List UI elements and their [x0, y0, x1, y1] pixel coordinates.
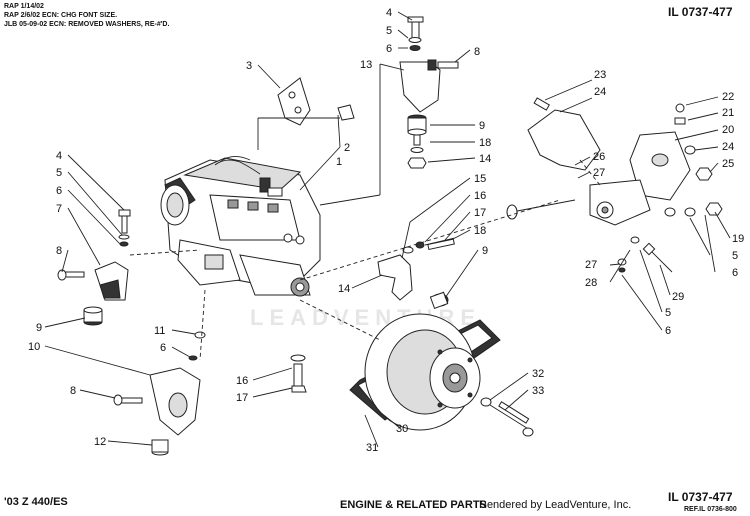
lower-left-mount[interactable]: [113, 331, 206, 456]
callout-3: 3: [246, 60, 252, 72]
callout-6-lower-left: 6: [160, 342, 166, 354]
callout-6-top: 6: [386, 43, 392, 55]
callout-18-top: 18: [479, 137, 491, 149]
callout-5-lower-right: 5: [665, 307, 671, 319]
callout-9-top: 9: [479, 120, 485, 132]
callout-6-left: 6: [56, 185, 62, 197]
callout-9-left: 9: [36, 322, 42, 334]
callout-10: 10: [28, 341, 40, 353]
callout-5-top: 5: [386, 25, 392, 37]
revision-note-2: RAP 2/6/02 ECN: CHG FONT SIZE.: [4, 12, 118, 19]
callout-24-a: 24: [594, 86, 606, 98]
callout-6-lower-right: 6: [665, 325, 671, 337]
revision-note-1: RAP 1/14/02: [4, 3, 44, 10]
callout-27-b: 27: [585, 259, 597, 271]
illustration-ref-top: IL 0737-477: [668, 5, 733, 19]
right-mount-bracket[interactable]: [527, 97, 713, 226]
drive-clutch-and-belt[interactable]: [349, 313, 501, 431]
callout-4-top: 4: [386, 7, 392, 19]
callout-4-left: 4: [56, 150, 62, 162]
callout-2: 2: [344, 142, 350, 154]
callout-14-mid: 14: [338, 283, 350, 295]
illustration-ref-bottom: IL 0737-477: [668, 490, 733, 504]
right-bracket-bolts[interactable]: [506, 199, 723, 273]
callout-16-mid: 16: [474, 190, 486, 202]
callout-labels: 4 5 6 8 13 3 9 18 14 2 1 23 24 22 21 20 …: [28, 7, 744, 454]
callout-21: 21: [722, 107, 734, 119]
rendered-by-credit: Rendered by LeadVenture, Inc.: [479, 499, 632, 511]
callout-18-mid: 18: [474, 225, 486, 237]
callout-17-lower: 17: [236, 392, 248, 404]
callout-23: 23: [594, 69, 606, 81]
callout-13: 13: [360, 59, 372, 71]
top-mount-fasteners[interactable]: [399, 16, 459, 113]
callout-31: 31: [366, 442, 378, 454]
lower-fasteners[interactable]: [290, 354, 307, 393]
callout-33: 33: [532, 385, 544, 397]
rubber-mount-top[interactable]: [407, 114, 427, 169]
rubber-mount-left[interactable]: [83, 306, 103, 326]
callout-14-top: 14: [479, 153, 491, 165]
callout-7: 7: [56, 203, 62, 215]
callout-5-left: 5: [56, 167, 62, 179]
callout-1: 1: [336, 156, 342, 168]
callout-25: 25: [722, 158, 734, 170]
callout-6-right: 6: [732, 267, 738, 279]
callout-11: 11: [154, 325, 165, 337]
callout-26: 26: [593, 151, 605, 163]
callout-12: 12: [94, 436, 106, 448]
callout-30: 30: [396, 423, 408, 435]
model-label: '03 Z 440/ES: [4, 496, 68, 508]
engine-assembly[interactable]: [160, 156, 321, 297]
clip-part[interactable]: [337, 104, 355, 121]
callout-8-top: 8: [474, 46, 480, 58]
engine-mount-bracket-top[interactable]: [277, 77, 311, 126]
callout-29: 29: [672, 291, 684, 303]
callout-19: 19: [732, 233, 744, 245]
left-mount-bracket[interactable]: [57, 209, 131, 301]
callout-27-a: 27: [593, 167, 605, 179]
callout-5-right: 5: [732, 250, 738, 262]
callout-22: 22: [722, 91, 734, 103]
callout-15: 15: [474, 173, 486, 185]
callout-16-lower: 16: [236, 375, 248, 387]
reference-illustration: REF.IL 0736-800: [684, 506, 737, 513]
callout-20: 20: [722, 124, 734, 136]
callout-32: 32: [532, 368, 544, 380]
leader-lines: [44, 11, 731, 448]
diagram-title: ENGINE & RELATED PARTS: [340, 499, 487, 511]
callout-8-lower-left: 8: [70, 385, 76, 397]
rubber-mount-mid[interactable]: [429, 291, 449, 310]
revision-note-3: JLB 05-09-02 ECN: REMOVED WASHERS, RE-#'…: [4, 21, 170, 28]
clutch-bolt[interactable]: [480, 397, 534, 437]
callout-17-mid: 17: [474, 207, 486, 219]
callout-24-b: 24: [722, 141, 734, 153]
mid-bracket[interactable]: [377, 237, 456, 301]
callout-28: 28: [585, 277, 597, 289]
callout-9-mid: 9: [482, 245, 488, 257]
callout-8-left: 8: [56, 245, 62, 257]
